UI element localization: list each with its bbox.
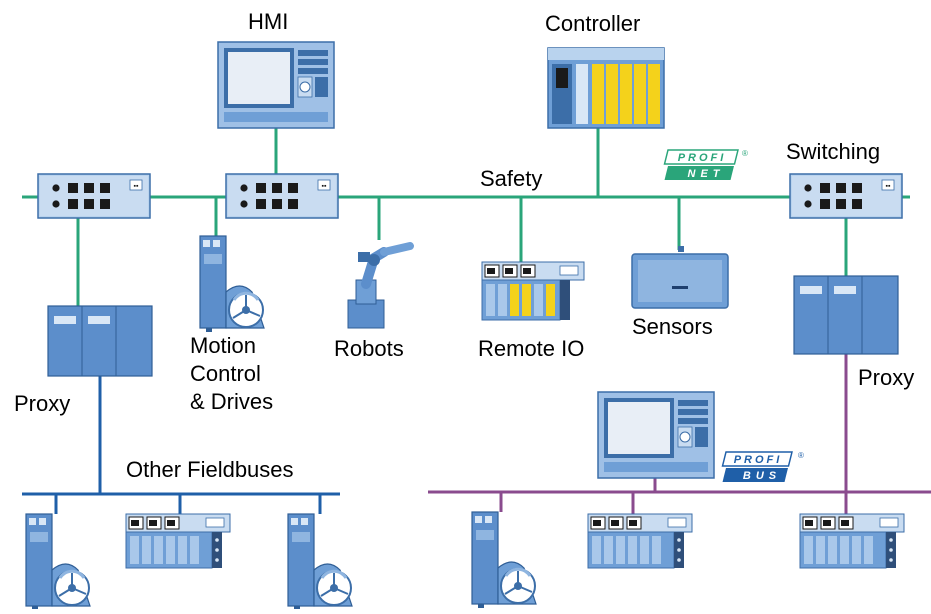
switch-right bbox=[789, 173, 903, 219]
remote-io-device bbox=[481, 261, 585, 321]
profibus-logo-bottom: BUS bbox=[743, 470, 781, 482]
label-controller: Controller bbox=[545, 11, 641, 36]
profibus-line bbox=[428, 354, 931, 514]
fieldbus-io bbox=[125, 513, 231, 569]
switch-left bbox=[37, 173, 151, 219]
label-motion-line3: & Drives bbox=[190, 389, 274, 414]
label-safety: Safety bbox=[480, 166, 543, 191]
profibus-logo: PROFI BUS ® bbox=[721, 451, 804, 482]
label-remote-io: Remote IO bbox=[478, 336, 585, 361]
hmi-device bbox=[217, 41, 335, 129]
profinet-logo-bottom: NET bbox=[688, 168, 725, 180]
switch-center bbox=[225, 173, 339, 219]
proxy-left-device bbox=[47, 305, 153, 377]
sensor-device bbox=[631, 246, 729, 309]
label-proxy-right: Proxy bbox=[858, 365, 915, 390]
profibus-drive bbox=[470, 510, 538, 610]
profinet-bus bbox=[22, 125, 910, 306]
label-hmi: HMI bbox=[248, 9, 289, 34]
profibus-logo-top: PROFI bbox=[734, 454, 783, 466]
fieldbus-drive-2 bbox=[286, 512, 354, 612]
profinet-logo-top: PROFI bbox=[678, 152, 727, 164]
fieldbus-drive-1 bbox=[24, 512, 92, 612]
label-other-fieldbuses: Other Fieldbuses bbox=[126, 457, 294, 482]
label-proxy-left: Proxy bbox=[14, 391, 71, 416]
label-motion-line1: Motion bbox=[190, 333, 257, 358]
profibus-hmi bbox=[597, 391, 715, 479]
proxy-right-device bbox=[793, 275, 899, 355]
controller-device bbox=[547, 47, 665, 129]
other-fieldbus-line bbox=[22, 376, 340, 514]
motion-drive bbox=[198, 234, 266, 334]
profinet-registered: ® bbox=[742, 149, 748, 158]
profibus-io-1 bbox=[587, 513, 693, 569]
profinet-logo: PROFI NET ® bbox=[663, 149, 748, 180]
label-motion-line2: Control bbox=[190, 361, 261, 386]
robot-device bbox=[347, 242, 414, 329]
profibus-registered: ® bbox=[798, 451, 804, 460]
label-sensors: Sensors bbox=[632, 314, 713, 339]
label-switching: Switching bbox=[786, 139, 881, 164]
profibus-io-2 bbox=[799, 513, 905, 569]
label-robots: Robots bbox=[334, 336, 404, 361]
